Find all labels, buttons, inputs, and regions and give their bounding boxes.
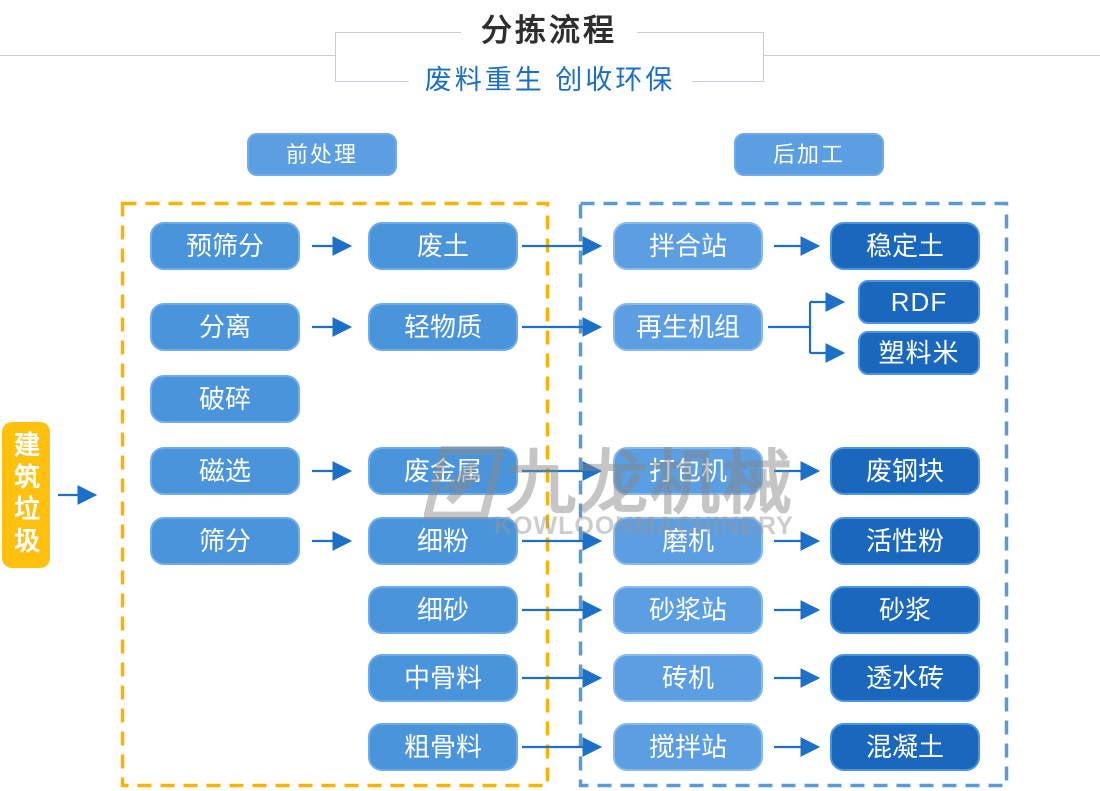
header-right-rule — [763, 55, 1100, 56]
flow-node-process: 筛分 — [150, 517, 300, 565]
flow-node-machine: 打包机 — [613, 447, 763, 495]
flow-node-product: 混凝土 — [830, 723, 980, 771]
pre-process-boundary — [120, 201, 550, 788]
flow-node-process: 破碎 — [150, 375, 300, 423]
flow-node-process: 磁选 — [150, 447, 300, 495]
flow-node-output: 细砂 — [368, 586, 518, 634]
header-left-rule — [0, 55, 335, 56]
flow-node-machine: 拌合站 — [613, 222, 763, 270]
page-subtitle: 废料重生 创收环保 — [408, 65, 692, 96]
flow-node-product: 活性粉 — [830, 517, 980, 565]
source-node-construction-waste: 建筑垃圾 — [2, 422, 50, 568]
flow-node-process: 预筛分 — [150, 222, 300, 270]
flow-node-product: 废钢块 — [830, 447, 980, 495]
flow-node-output: 废土 — [368, 222, 518, 270]
flow-node-output: 细粉 — [368, 517, 518, 565]
flow-node-product: 透水砖 — [830, 654, 980, 702]
flow-node-machine: 磨机 — [613, 517, 763, 565]
flow-node-machine: 搅拌站 — [613, 723, 763, 771]
flow-node-product: 塑料米 — [858, 331, 980, 375]
post-process-boundary — [578, 201, 1009, 788]
section-label-preprocess: 前处理 — [247, 133, 397, 176]
flow-node-output: 粗骨料 — [368, 723, 518, 771]
flow-node-machine: 砂浆站 — [613, 586, 763, 634]
flow-node-output: 废金属 — [368, 447, 518, 495]
flow-node-product: 稳定土 — [830, 222, 980, 270]
flow-node-product: 砂浆 — [830, 586, 980, 634]
section-label-postprocess: 后加工 — [734, 133, 884, 176]
flow-node-process: 分离 — [150, 303, 300, 351]
flow-node-machine: 砖机 — [613, 654, 763, 702]
flow-node-machine: 再生机组 — [613, 303, 763, 351]
flow-node-output: 中骨料 — [368, 654, 518, 702]
flow-node-product: RDF — [858, 280, 980, 324]
flow-node-output: 轻物质 — [368, 303, 518, 351]
page-title: 分拣流程 — [461, 12, 637, 50]
